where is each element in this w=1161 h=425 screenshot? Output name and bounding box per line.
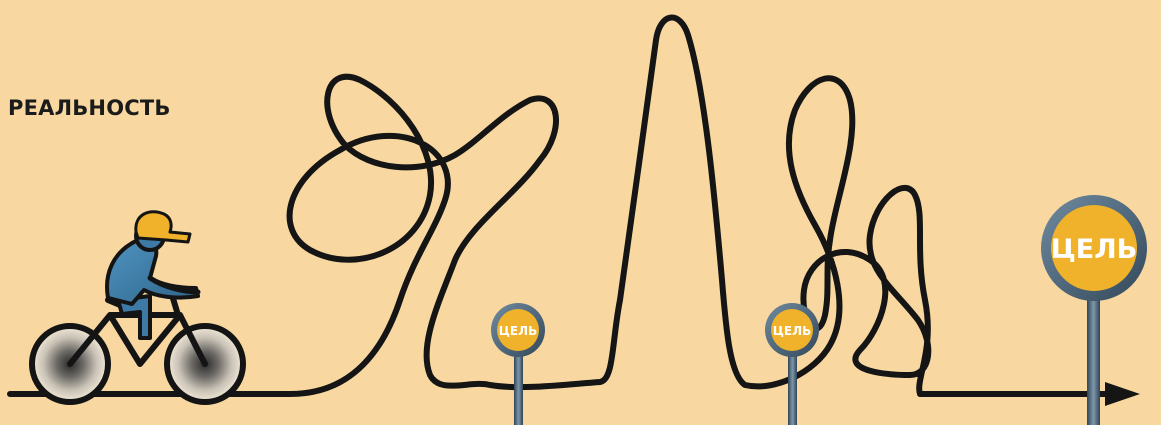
goal-sign-3: ЦЕЛЬ	[1041, 195, 1147, 425]
sign-3-label: ЦЕЛЬ	[1051, 234, 1138, 265]
helmet	[136, 212, 190, 242]
sign-1-pole	[514, 355, 523, 425]
goal-sign-1: ЦЕЛЬ	[491, 303, 545, 425]
road-arrowhead	[1105, 382, 1140, 406]
sign-1-label: ЦЕЛЬ	[499, 324, 537, 338]
cyclist	[32, 212, 243, 402]
sign-2-label: ЦЕЛЬ	[773, 324, 811, 338]
sign-2-pole	[788, 355, 797, 425]
sign-3-pole	[1087, 295, 1100, 425]
